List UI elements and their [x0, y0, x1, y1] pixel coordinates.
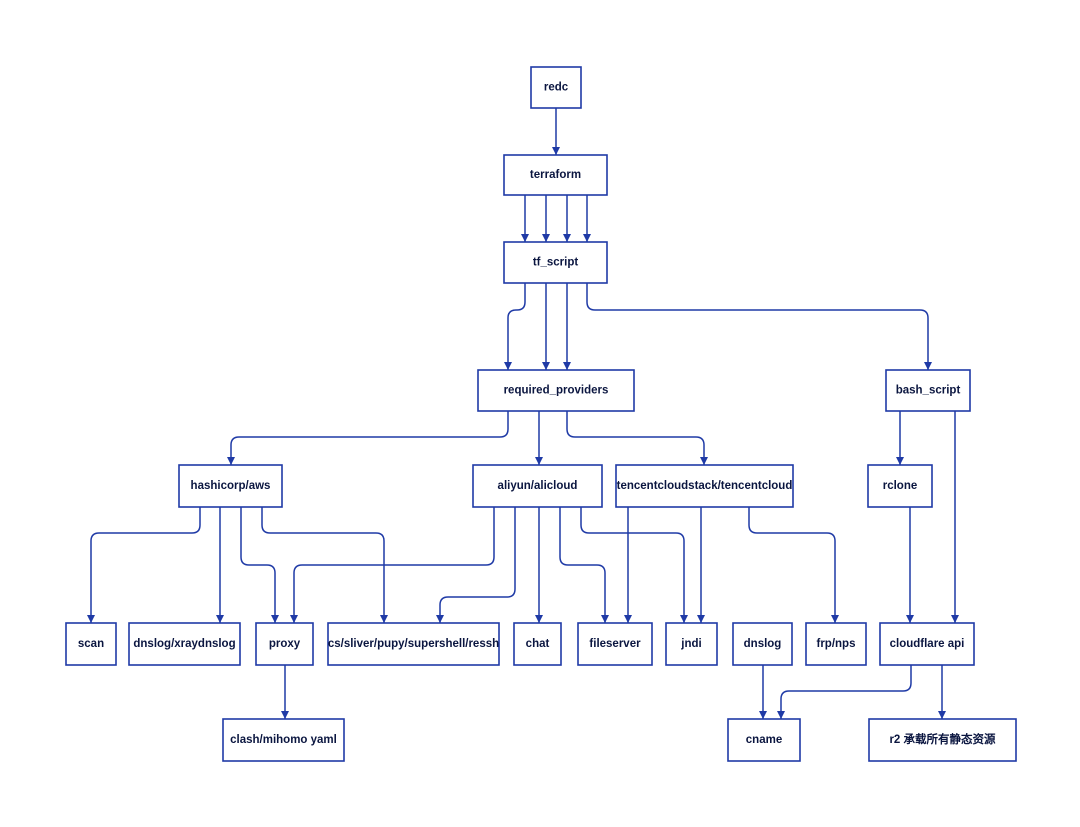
node-cname: cname — [727, 718, 801, 762]
edge-aliyun_alicloud-to-proxy — [290, 507, 495, 623]
node-frp-nps: frp/nps — [805, 622, 867, 666]
node-label: cname — [746, 734, 782, 746]
node-dnslog: dnslog — [732, 622, 793, 666]
node-label: terraform — [530, 169, 581, 181]
node-box — [128, 622, 241, 666]
node-proxy: proxy — [255, 622, 314, 666]
node-tf-script: tf_script — [503, 241, 608, 284]
node-dnslog-xraydnslog: dnslog/xraydnslog — [128, 622, 241, 666]
node-box — [615, 464, 794, 508]
node-box — [503, 154, 608, 196]
edge-hashicorp_aws-to-cs_tools — [261, 507, 388, 623]
node-box — [879, 622, 975, 666]
node-label: r2 承载所有静态资源 — [889, 732, 996, 746]
node-box — [178, 464, 283, 508]
node-box — [222, 718, 345, 762]
node-label: dnslog/xraydnslog — [133, 638, 235, 650]
node-bash-script: bash_script — [885, 369, 971, 412]
node-label: cs/sliver/pupy/supershell/ressh — [328, 638, 499, 650]
node-clash-yaml: clash/mihomo yaml — [222, 718, 345, 762]
node-label: tf_script — [533, 257, 579, 269]
edge-tencentcloud-to-frp_nps — [748, 507, 839, 623]
node-required-providers: required_providers — [477, 369, 635, 412]
node-label: aliyun/alicloud — [498, 480, 578, 492]
node-hashicorp-aws: hashicorp/aws — [178, 464, 283, 508]
node-box — [472, 464, 603, 508]
node-label: frp/nps — [817, 638, 856, 650]
node-box — [513, 622, 562, 666]
edge-tf_script-to-required_providers — [504, 283, 526, 370]
node-label: dnslog — [744, 638, 782, 650]
node-box — [65, 622, 117, 666]
node-box — [477, 369, 635, 412]
edge-aliyun_alicloud-to-cs_tools — [436, 507, 516, 623]
node-cs-tools: cs/sliver/pupy/supershell/ressh — [327, 622, 500, 666]
node-cloudflare-api: cloudflare api — [879, 622, 975, 666]
edge-aliyun_alicloud-to-fileserver — [559, 507, 609, 623]
node-rclone: rclone — [867, 464, 933, 508]
node-box — [868, 718, 1017, 762]
node-terraform: terraform — [503, 154, 608, 196]
node-label: tencentcloudstack/tencentcloud — [617, 480, 793, 492]
edge-required_providers-to-tencentcloud — [566, 411, 708, 465]
node-box — [503, 241, 608, 284]
node-box — [255, 622, 314, 666]
node-aliyun-alicloud: aliyun/alicloud — [472, 464, 603, 508]
node-chat: chat — [513, 622, 562, 666]
node-label: required_providers — [504, 385, 609, 397]
node-label: redc — [544, 82, 569, 94]
node-label: scan — [78, 638, 104, 650]
node-redc: redc — [530, 66, 582, 109]
edge-hashicorp_aws-to-proxy — [240, 507, 279, 623]
node-label: clash/mihomo yaml — [230, 734, 337, 746]
node-label: proxy — [269, 638, 301, 650]
node-label: bash_script — [896, 385, 961, 397]
edge-aliyun_alicloud-to-jndi — [580, 507, 688, 623]
node-box — [665, 622, 718, 666]
node-jndi: jndi — [665, 622, 718, 666]
node-label: chat — [526, 638, 550, 650]
edge-cloudflare_api-to-cname — [777, 665, 912, 719]
node-label: jndi — [680, 638, 701, 650]
node-label: hashicorp/aws — [191, 480, 271, 492]
node-box — [577, 622, 653, 666]
node-fileserver: fileserver — [577, 622, 653, 666]
node-box — [867, 464, 933, 508]
node-label: rclone — [883, 480, 918, 492]
node-scan: scan — [65, 622, 117, 666]
node-box — [727, 718, 801, 762]
node-box — [327, 622, 500, 666]
node-box — [885, 369, 971, 412]
node-tencentcloud: tencentcloudstack/tencentcloud — [615, 464, 794, 508]
edges-layer — [87, 108, 959, 719]
node-r2: r2 承载所有静态资源 — [868, 718, 1017, 762]
node-box — [732, 622, 793, 666]
node-box — [530, 66, 582, 109]
node-label: cloudflare api — [890, 638, 965, 650]
node-box — [805, 622, 867, 666]
edge-tf_script-to-bash_script — [586, 283, 932, 370]
nodes-layer: redc terraform tf_script required_providers… — [65, 66, 1017, 762]
edge-hashicorp_aws-to-scan — [87, 507, 201, 623]
node-label: fileserver — [589, 638, 641, 650]
edge-required_providers-to-hashicorp_aws — [227, 411, 509, 465]
